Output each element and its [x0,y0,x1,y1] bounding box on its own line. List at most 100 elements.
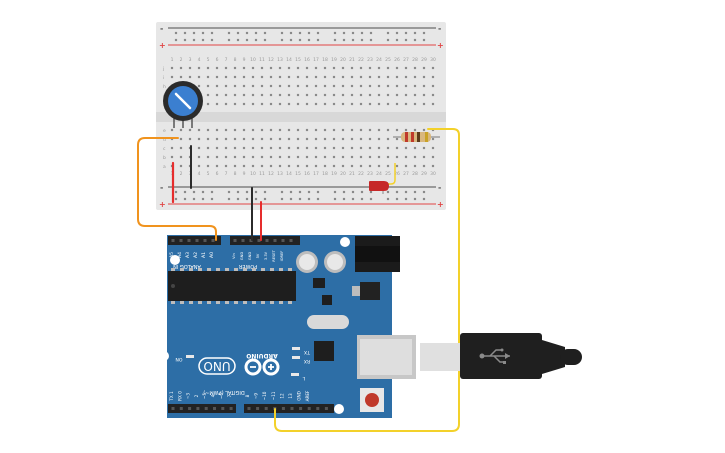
breadboard-hole[interactable] [174,197,178,201]
breadboard-hole[interactable] [305,146,309,150]
breadboard-hole[interactable] [254,190,258,194]
breadboard-hole[interactable] [278,102,282,106]
header-pin[interactable] [257,239,261,242]
breadboard-hole[interactable] [179,155,183,159]
breadboard-hole[interactable] [287,84,291,88]
breadboard-hole[interactable] [227,197,231,201]
breadboard-hole[interactable] [431,146,435,150]
breadboard-hole[interactable] [188,128,192,132]
breadboard-hole[interactable] [269,137,273,141]
breadboard-hole[interactable] [245,197,249,201]
breadboard-hole[interactable] [314,137,318,141]
breadboard-hole[interactable] [287,102,291,106]
breadboard-hole[interactable] [201,38,205,42]
breadboard-hole[interactable] [197,164,201,168]
breadboard-hole[interactable] [215,102,219,106]
header-pin[interactable] [264,407,268,410]
breadboard-hole[interactable] [201,31,205,35]
breadboard-hole[interactable] [404,75,408,79]
breadboard-hole[interactable] [296,155,300,159]
breadboard-hole[interactable] [368,164,372,168]
breadboard-hole[interactable] [224,146,228,150]
breadboard-hole[interactable] [233,164,237,168]
breadboard-hole[interactable] [224,128,228,132]
breadboard-hole[interactable] [278,155,282,159]
breadboard-hole[interactable] [368,155,372,159]
breadboard-hole[interactable] [307,38,311,42]
header-pin[interactable] [290,407,294,410]
breadboard-hole[interactable] [341,66,345,70]
breadboard-hole[interactable] [269,75,273,79]
breadboard-hole[interactable] [413,38,417,42]
breadboard-hole[interactable] [206,75,210,79]
breadboard-hole[interactable] [206,128,210,132]
breadboard-hole[interactable] [227,31,231,35]
breadboard-hole[interactable] [305,93,309,97]
breadboard-hole[interactable] [350,164,354,168]
breadboard-hole[interactable] [332,137,336,141]
breadboard-hole[interactable] [287,66,291,70]
breadboard-hole[interactable] [422,146,426,150]
breadboard-hole[interactable] [404,146,408,150]
header-pin[interactable] [281,239,285,242]
breadboard-hole[interactable] [192,38,196,42]
breadboard-hole[interactable] [350,75,354,79]
breadboard-hole[interactable] [242,164,246,168]
breadboard-hole[interactable] [251,84,255,88]
breadboard-hole[interactable] [359,146,363,150]
header-pin[interactable] [211,239,215,242]
reset-button[interactable] [365,393,379,407]
breadboard-hole[interactable] [242,102,246,106]
breadboard-hole[interactable] [431,93,435,97]
breadboard-hole[interactable] [251,66,255,70]
breadboard-hole[interactable] [431,164,435,168]
breadboard-hole[interactable] [386,75,390,79]
breadboard-hole[interactable] [323,164,327,168]
breadboard-hole[interactable] [395,31,399,35]
breadboard-hole[interactable] [179,75,183,79]
breadboard-hole[interactable] [333,38,337,42]
breadboard-hole[interactable] [305,102,309,106]
breadboard-hole[interactable] [431,84,435,88]
digital-header-high[interactable] [244,404,334,413]
breadboard-hole[interactable] [314,146,318,150]
breadboard-hole[interactable] [170,146,174,150]
breadboard-hole[interactable] [332,84,336,88]
digital-header-low[interactable] [168,404,236,413]
breadboard-hole[interactable] [296,146,300,150]
breadboard-hole[interactable] [422,66,426,70]
breadboard-hole[interactable] [359,128,363,132]
breadboard-hole[interactable] [314,164,318,168]
header-pin[interactable] [188,407,192,410]
breadboard-hole[interactable] [359,164,363,168]
breadboard-hole[interactable] [422,155,426,159]
breadboard-hole[interactable] [254,38,258,42]
breadboard-hole[interactable] [170,128,174,132]
usb-cable[interactable] [420,333,582,379]
breadboard-hole[interactable] [251,155,255,159]
breadboard-hole[interactable] [289,31,293,35]
breadboard-hole[interactable] [360,197,364,201]
breadboard-hole[interactable] [298,31,302,35]
breadboard-hole[interactable] [368,128,372,132]
breadboard-hole[interactable] [278,164,282,168]
header-pin[interactable] [299,407,303,410]
breadboard-hole[interactable] [377,66,381,70]
header-pin[interactable] [265,239,269,242]
breadboard-hole[interactable] [386,38,390,42]
breadboard-hole[interactable] [332,164,336,168]
breadboard-hole[interactable] [251,102,255,106]
breadboard-hole[interactable] [323,93,327,97]
header-pin[interactable] [213,407,216,410]
breadboard-hole[interactable] [197,84,201,88]
breadboard[interactable]: - + - + - + - + j i h g f e d c b a 1122… [156,22,446,210]
breadboard-hole[interactable] [280,38,284,42]
breadboard-hole[interactable] [314,75,318,79]
breadboard-hole[interactable] [245,38,249,42]
breadboard-hole[interactable] [224,164,228,168]
breadboard-hole[interactable] [342,31,346,35]
breadboard-hole[interactable] [341,84,345,88]
breadboard-hole[interactable] [422,31,426,35]
breadboard-hole[interactable] [404,164,408,168]
breadboard-hole[interactable] [236,31,240,35]
